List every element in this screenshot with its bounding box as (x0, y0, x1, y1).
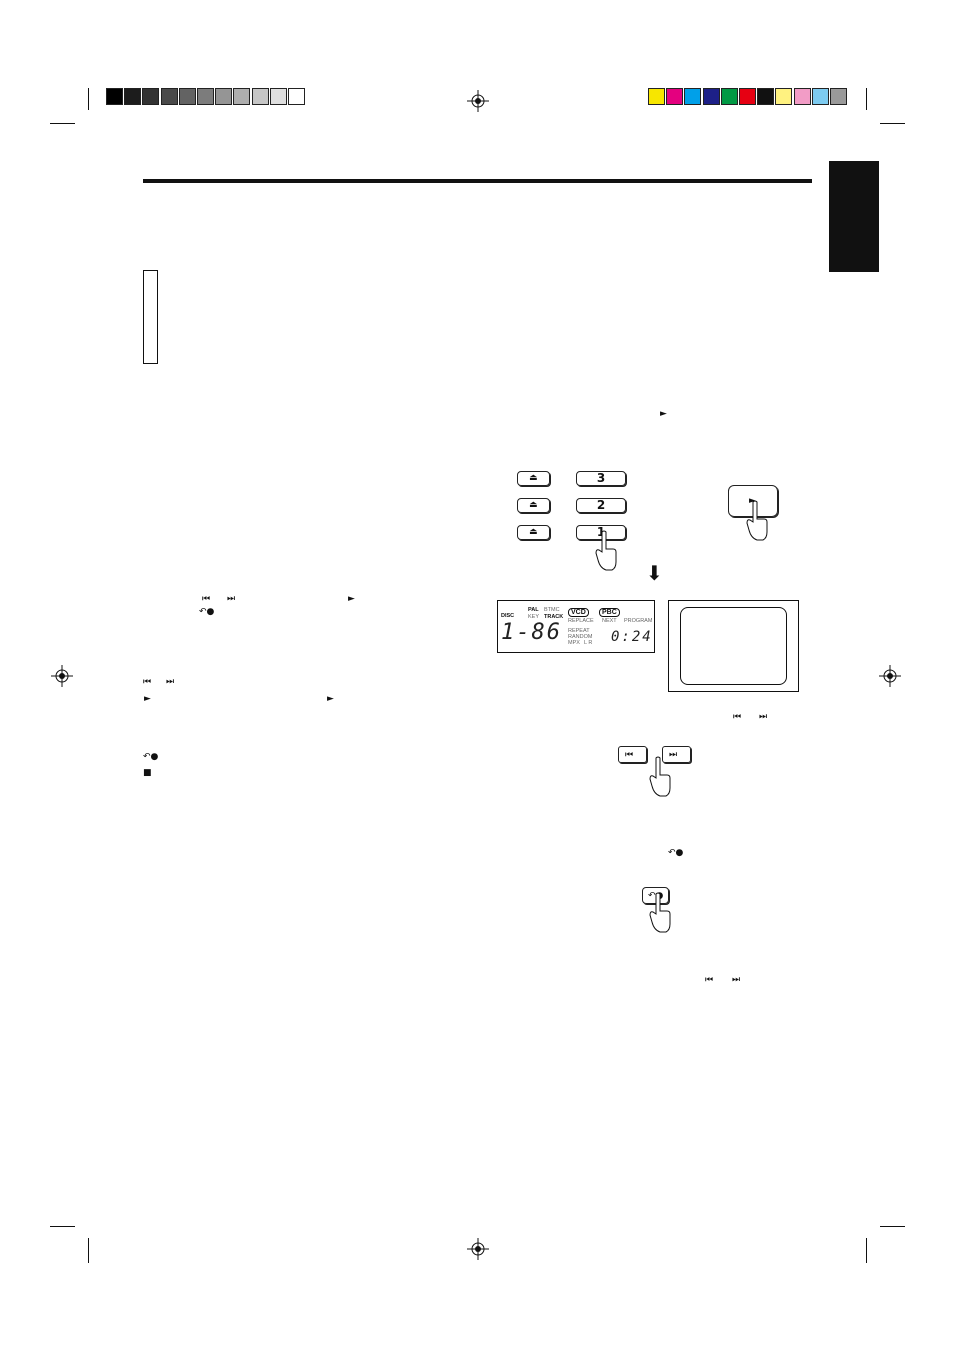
return-icon: ↶● (199, 607, 215, 617)
eject-button-disc-3[interactable]: ⏏ (517, 471, 550, 486)
pointing-hand-icon (595, 530, 617, 571)
play-icon: ► (348, 594, 355, 604)
vcd-badge: VCD (568, 608, 589, 617)
crop-mark (880, 1226, 905, 1227)
eject-icon: ⏏ (529, 473, 538, 483)
calibration-swatch (269, 88, 287, 105)
calibration-swatch (793, 88, 811, 105)
prev-icon: ⏮ (705, 975, 714, 985)
eject-icon: ⏏ (529, 527, 538, 537)
calibration-swatch (288, 88, 305, 105)
crop-mark (866, 88, 867, 110)
calibration-swatch (684, 88, 702, 105)
prev-button[interactable]: ⏮ (618, 746, 647, 763)
calibration-swatch (648, 88, 665, 105)
lr-label: L R (584, 640, 593, 646)
calibration-swatch (811, 88, 829, 105)
prev-icon: ⏮ (202, 594, 211, 604)
language-tab (829, 161, 879, 272)
crop-mark (866, 1238, 867, 1263)
pointing-hand-icon (649, 756, 671, 797)
down-arrow-icon: ⬇ (646, 561, 663, 585)
random-label: RANDOM (568, 634, 593, 640)
calibration-swatch (160, 88, 178, 105)
prev-icon: ⏮ (143, 677, 152, 687)
tv-screen (680, 607, 787, 685)
pal-label: PAL (528, 607, 539, 613)
crop-mark (50, 123, 75, 124)
return-icon: ↶● (668, 848, 684, 858)
calibration-swatch (124, 88, 142, 105)
disc-button-3[interactable]: 3 (576, 471, 626, 486)
calibration-swatch (739, 88, 756, 105)
next-icon: ⏭ (669, 750, 678, 760)
calibration-swatch (757, 88, 775, 105)
note-box (143, 270, 158, 364)
calibration-swatch (251, 88, 269, 105)
stop-icon: ■ (143, 768, 152, 778)
crop-mark (880, 123, 905, 124)
disc-button-1[interactable]: 1 (576, 525, 626, 540)
eject-icon: ⏏ (529, 500, 538, 510)
next-button[interactable]: ⏭ (662, 746, 691, 763)
pbc-badge: PBC (599, 608, 620, 617)
play-icon: ► (749, 496, 756, 506)
next-icon: ⏭ (166, 677, 175, 687)
registration-mark (51, 665, 73, 687)
disc-label: DISC (501, 613, 515, 619)
calibration-swatch (720, 88, 738, 105)
crop-mark (88, 88, 89, 110)
registration-mark (879, 665, 901, 687)
next-icon: ⏭ (759, 712, 768, 722)
prev-icon: ⏮ (625, 750, 634, 760)
registration-mark (467, 90, 489, 112)
calibration-swatch (702, 88, 720, 105)
next-icon: ⏭ (732, 975, 741, 985)
play-icon: ► (144, 694, 151, 704)
program-label: PROGRAM (624, 618, 653, 624)
calibration-swatch (106, 88, 123, 105)
prev-icon: ⏮ (733, 712, 742, 722)
replace-label: REPLACE (568, 618, 594, 624)
track-label: TRACK (544, 614, 564, 620)
heading-rule (143, 179, 812, 183)
disc-button-2[interactable]: 2 (576, 498, 626, 513)
crop-mark (88, 1238, 89, 1263)
calibration-swatch (197, 88, 214, 105)
key-label: KEY (528, 614, 540, 620)
front-panel-display: DISC PAL KEY BTMC TRACK VCD PBC REPLACE … (497, 600, 655, 653)
repeat-label: REPEAT (568, 628, 590, 634)
return-icon: ↶● (143, 752, 159, 762)
calibration-swatch (215, 88, 233, 105)
next-icon: ⏭ (227, 594, 236, 604)
calibration-swatch (666, 88, 684, 105)
bitmc-label: BTMC (544, 607, 560, 613)
pointing-hand-icon (649, 892, 671, 933)
registration-mark (467, 1238, 489, 1260)
time-readout: 0:24 (611, 629, 653, 645)
play-icon: ► (660, 409, 667, 419)
calibration-swatch (775, 88, 793, 105)
eject-button-disc-2[interactable]: ⏏ (517, 498, 550, 513)
tv-monitor (668, 600, 799, 692)
pointing-hand-icon (746, 500, 768, 541)
calibration-swatch (830, 88, 847, 105)
calibration-swatch (178, 88, 196, 105)
next-label: NEXT (602, 618, 617, 624)
eject-button-disc-1[interactable]: ⏏ (517, 525, 550, 540)
mpx-label: MPX (568, 640, 580, 646)
calibration-swatch (142, 88, 160, 105)
disc-track-readout: 1-86 (501, 620, 562, 645)
play-icon: ► (327, 694, 334, 704)
crop-mark (50, 1226, 75, 1227)
calibration-swatch (233, 88, 251, 105)
